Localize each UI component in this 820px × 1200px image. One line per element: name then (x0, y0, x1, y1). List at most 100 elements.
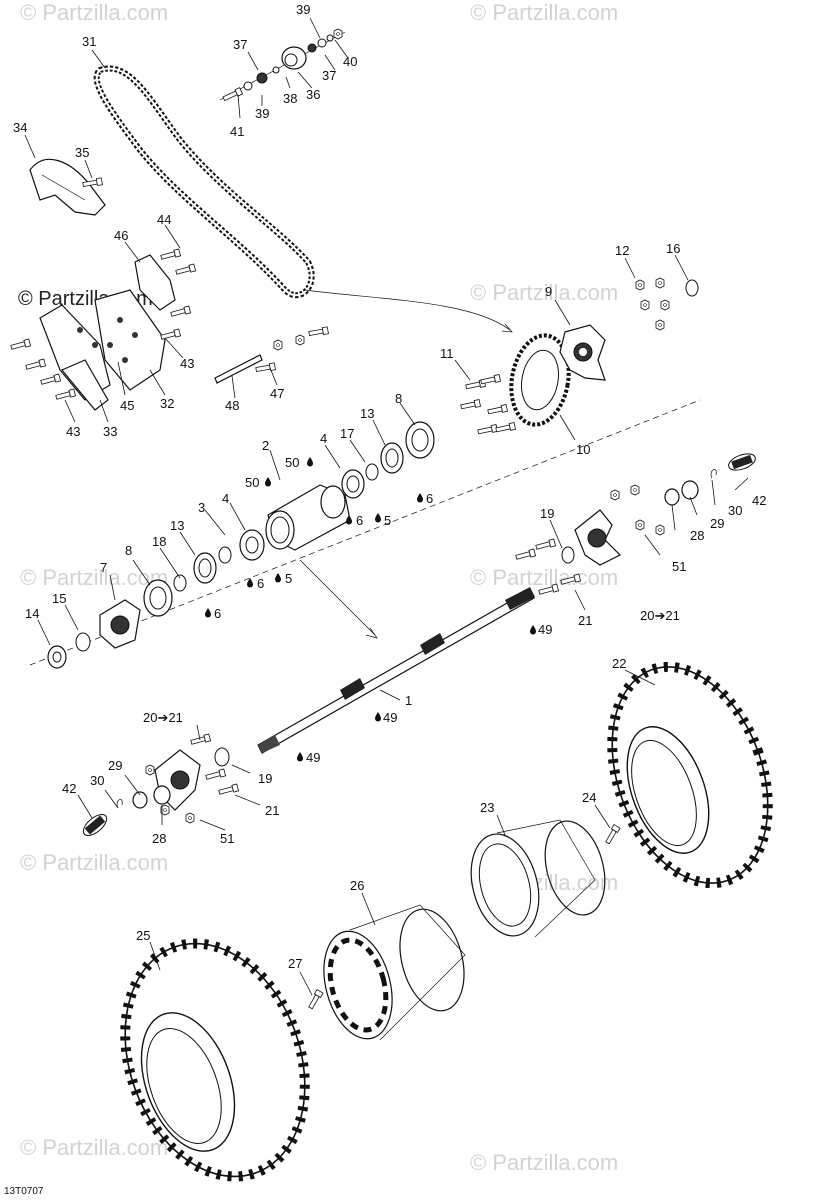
callout-29: 29 (710, 516, 724, 531)
callout-40: 40 (343, 54, 357, 69)
callout-20-21: 20➔21 (143, 710, 183, 725)
right-wheel-hub (515, 450, 759, 597)
callout-44: 44 (157, 212, 171, 227)
callout-47: 47 (270, 386, 284, 401)
callout-39: 39 (255, 106, 269, 121)
callout-49: 49 (383, 710, 397, 725)
callout-10: 10 (576, 442, 590, 457)
callout-16: 16 (666, 241, 680, 256)
callout-51: 51 (220, 831, 234, 846)
callout-8: 8 (395, 391, 402, 406)
callout-22: 22 (612, 656, 626, 671)
callout-45: 45 (120, 398, 134, 413)
callout-30: 30 (728, 503, 742, 518)
callout-28: 28 (690, 528, 704, 543)
watermark: © Partzilla.com (470, 0, 618, 25)
callout-6: 6 (214, 606, 221, 621)
callout-21: 21 (578, 613, 592, 628)
callout-28: 28 (152, 831, 166, 846)
callout-46: 46 (114, 228, 128, 243)
caliper-bracket (10, 248, 329, 411)
callout-23: 23 (480, 800, 494, 815)
callout-27: 27 (288, 956, 302, 971)
callout-19: 19 (540, 506, 554, 521)
callout-35: 35 (75, 145, 89, 160)
watermark: © Partzilla.com (20, 0, 168, 25)
callout-6: 6 (356, 513, 363, 528)
sprocket-fasteners (460, 277, 699, 436)
callout-7: 7 (100, 560, 107, 575)
callout-6: 6 (426, 491, 433, 506)
watermark: © Partzilla.com (470, 565, 618, 590)
callout-17: 17 (340, 426, 354, 441)
callout-14: 14 (25, 606, 39, 621)
callout-26: 26 (350, 878, 364, 893)
callout-4: 4 (222, 491, 229, 506)
callout-42: 42 (752, 493, 766, 508)
callout-9: 9 (545, 284, 552, 299)
callout-42: 42 (62, 781, 76, 796)
axle-centerline (29, 399, 701, 666)
callout-32: 32 (160, 396, 174, 411)
callout-4: 4 (320, 431, 327, 446)
callout-31: 31 (82, 34, 96, 49)
callout-18: 18 (152, 534, 166, 549)
callout-3: 3 (198, 500, 205, 515)
left-wheel-hub (79, 733, 239, 840)
callout-49: 49 (538, 622, 552, 637)
callout-29: 29 (108, 758, 122, 773)
callout-21: 21 (265, 803, 279, 818)
callout-41: 41 (230, 124, 244, 139)
callout-50: 50 (285, 455, 299, 470)
callout-15: 15 (52, 591, 66, 606)
callout-48: 48 (225, 398, 239, 413)
callout-34: 34 (13, 120, 27, 135)
sprocket-hub (559, 324, 606, 381)
callout-51: 51 (672, 559, 686, 574)
callouts: 1 2 3 4 4 5 5 6 6 6 6 7 8 8 9 10 11 12 1… (13, 2, 766, 971)
callout-43: 43 (66, 424, 80, 439)
callout-38: 38 (283, 91, 297, 106)
callout-2: 2 (262, 438, 269, 453)
callout-25: 25 (136, 928, 150, 943)
callout-20-21: 20➔21 (640, 608, 680, 623)
drive-chain (93, 65, 513, 333)
callout-1: 1 (405, 693, 412, 708)
sprocket (509, 333, 571, 427)
callout-24: 24 (582, 790, 596, 805)
watermark: © Partzilla.com (20, 1135, 168, 1160)
watermark: © Partzilla.com (20, 565, 168, 590)
lubricant-drops (205, 457, 536, 762)
left-tire (120, 938, 310, 1182)
brake-hub (47, 599, 141, 669)
watermark: © Partzilla.com (470, 1150, 618, 1175)
left-rim (307, 904, 466, 1041)
callout-30: 30 (90, 773, 104, 788)
callout-6: 6 (257, 576, 264, 591)
callout-19: 19 (258, 771, 272, 786)
right-rim (470, 819, 621, 938)
watermark: © Partzilla.com (20, 850, 168, 875)
callout-37: 37 (233, 37, 247, 52)
chain-guide (29, 158, 106, 216)
callout-5: 5 (384, 513, 391, 528)
callout-8: 8 (125, 543, 132, 558)
callout-33: 33 (103, 424, 117, 439)
callout-36: 36 (306, 87, 320, 102)
callout-39: 39 (296, 2, 310, 17)
watermark: © Partzilla.com (470, 280, 618, 305)
drawing-code: 13T0707 (4, 1186, 44, 1197)
callout-11: 11 (440, 346, 454, 361)
callout-43: 43 (180, 356, 194, 371)
leader-lines (24, 17, 749, 996)
right-tire (607, 661, 773, 889)
callout-5: 5 (285, 571, 292, 586)
callout-50: 50 (245, 475, 259, 490)
tensioner-hardware (219, 28, 346, 103)
callout-13: 13 (170, 518, 184, 533)
callout-13: 13 (360, 406, 374, 421)
callout-49: 49 (306, 750, 320, 765)
callout-12: 12 (615, 243, 629, 258)
